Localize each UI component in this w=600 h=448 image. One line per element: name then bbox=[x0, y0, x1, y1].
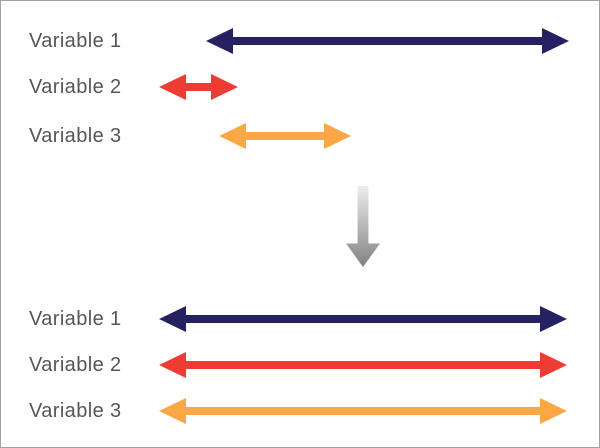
top-variable-1-label: Variable 1 bbox=[29, 30, 122, 52]
arrow-left-head-icon bbox=[206, 28, 233, 54]
top-variable-2-range-arrow bbox=[159, 74, 238, 100]
top-variable-2-label: Variable 2 bbox=[29, 76, 122, 98]
arrow-shaft bbox=[233, 37, 542, 45]
arrow-left-head-icon bbox=[159, 306, 186, 332]
arrow-left-head-icon bbox=[219, 123, 246, 149]
down-arrow-icon bbox=[346, 186, 380, 267]
arrow-shaft bbox=[186, 407, 540, 415]
arrow-left-head-icon bbox=[159, 352, 186, 378]
bottom-variable-2-range-arrow bbox=[159, 352, 567, 378]
bottom-variable-1-label: Variable 1 bbox=[29, 308, 122, 330]
top-variable-1-range-arrow bbox=[206, 28, 569, 54]
arrow-shaft bbox=[186, 315, 540, 323]
arrow-right-head-icon bbox=[324, 123, 351, 149]
arrow-right-head-icon bbox=[540, 306, 567, 332]
arrow-right-head-icon bbox=[542, 28, 569, 54]
bottom-variable-3-range-arrow bbox=[159, 398, 567, 424]
top-variable-3-label: Variable 3 bbox=[29, 125, 122, 147]
bottom-variable-3-label: Variable 3 bbox=[29, 400, 122, 422]
arrow-left-head-icon bbox=[159, 74, 186, 100]
arrow-left-head-icon bbox=[159, 398, 186, 424]
arrow-shaft bbox=[186, 83, 211, 91]
arrow-right-head-icon bbox=[211, 74, 238, 100]
arrow-shaft bbox=[246, 132, 324, 140]
top-variable-3-range-arrow bbox=[219, 123, 351, 149]
bottom-variable-1-range-arrow bbox=[159, 306, 567, 332]
bottom-variable-2-label: Variable 2 bbox=[29, 354, 122, 376]
arrow-right-head-icon bbox=[540, 352, 567, 378]
arrow-right-head-icon bbox=[540, 398, 567, 424]
arrow-shaft bbox=[186, 361, 540, 369]
